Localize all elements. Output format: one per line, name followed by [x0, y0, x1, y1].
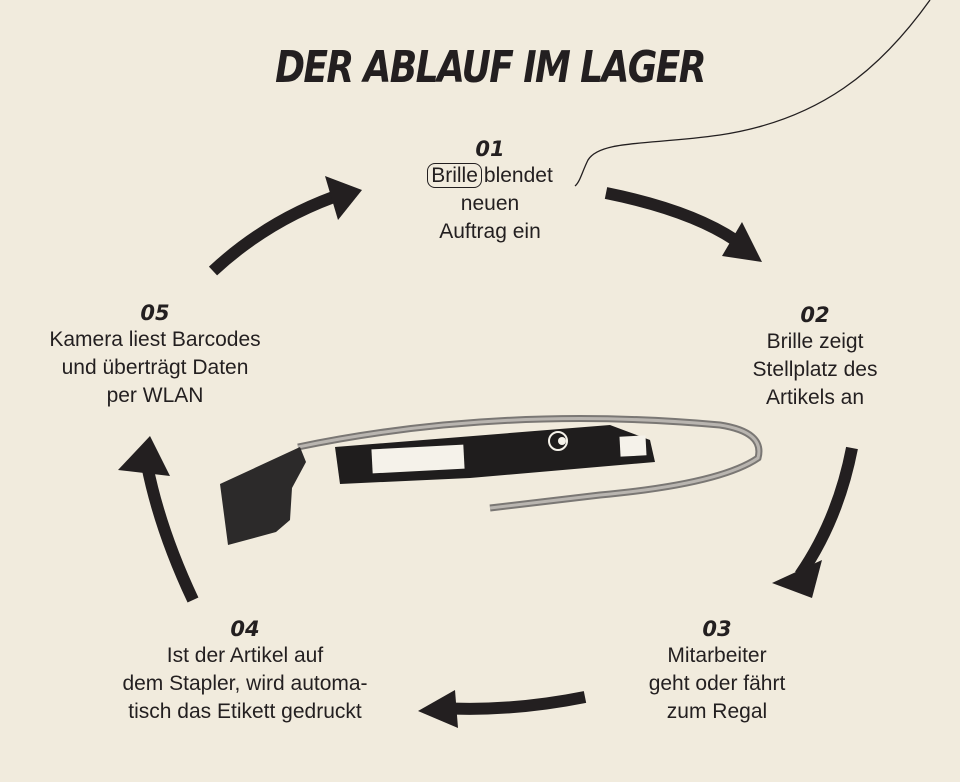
step-text-line: geht oder fährt — [648, 672, 786, 695]
arrow-05-to-01 — [208, 187, 347, 276]
step-04: 04 Ist der Artikel auf dem Stapler, wird… — [90, 616, 400, 726]
step-text-line: und überträgt Daten — [61, 356, 249, 379]
arrowhead-05 — [118, 436, 170, 476]
step-03: 03 Mitarbeiter geht oder fährt zum Regal — [622, 616, 812, 726]
step-text-line: Kamera liest Barcodes — [49, 328, 261, 351]
highlight-brille: Brille — [427, 163, 482, 188]
arrowhead-03 — [772, 560, 822, 598]
step-text-line: dem Stapler, wird automa- — [122, 672, 368, 695]
step-text-line: zum Regal — [666, 700, 768, 723]
step-text-line: Brille zeigt — [766, 330, 864, 353]
step-number: 01 — [475, 137, 505, 161]
step-text-line: tisch das Etikett gedruckt — [128, 700, 362, 723]
step-number: 05 — [140, 301, 170, 325]
arrowhead-01 — [325, 176, 362, 220]
step-text-line: per WLAN — [106, 384, 204, 407]
glasses-frame-end — [220, 447, 306, 545]
pointer-line — [574, 0, 931, 187]
cycle-arrow-icon — [141, 187, 858, 715]
step-number: 02 — [800, 303, 830, 327]
arrowhead-04 — [418, 690, 458, 728]
step-text-line: Artikels an — [765, 386, 865, 409]
arrow-01-to-02 — [604, 187, 739, 246]
step-02: 02 Brille zeigt Stellplatz des Artikels … — [720, 302, 910, 412]
step-text-line: Ist der Artikel auf — [166, 644, 324, 667]
arrowhead-02 — [722, 222, 762, 262]
step-text-line: Auftrag ein — [439, 220, 541, 243]
arrow-03-to-04 — [439, 691, 587, 715]
smart-glasses-icon — [220, 415, 763, 545]
step-05: 05 Kamera liest Barcodes und überträgt D… — [20, 300, 290, 410]
step-text-line: Stellplatz des — [752, 358, 878, 381]
step-number: 04 — [230, 617, 260, 641]
arrow-04-to-05 — [141, 463, 199, 603]
step-text-line: Mitarbeiter — [667, 644, 767, 667]
page-title: DER ABLAUF IM LAGER — [275, 42, 706, 93]
step-text-line: blendet — [483, 164, 553, 187]
step-text-line: neuen — [460, 192, 520, 215]
step-number: 03 — [702, 617, 732, 641]
arrow-02-to-03 — [795, 446, 858, 579]
